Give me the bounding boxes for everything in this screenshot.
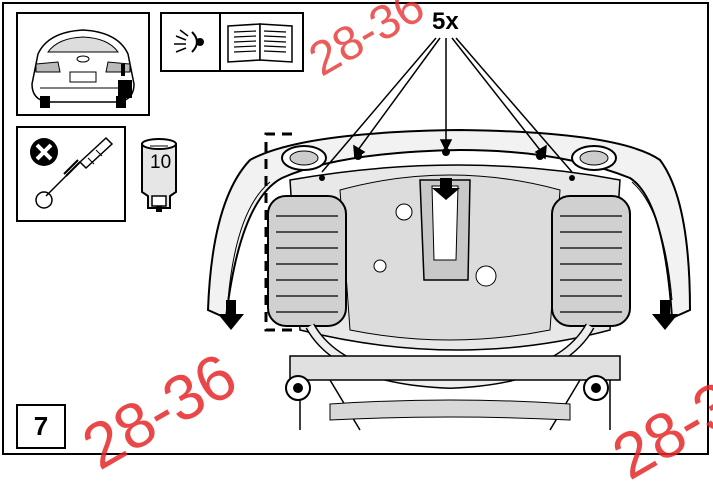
release-arrow-right	[652, 300, 678, 330]
detail-bracket	[264, 132, 292, 332]
car-rear-thumbnail	[16, 12, 150, 116]
socket-size-label: 10	[150, 152, 172, 173]
release-arrow-left	[218, 300, 244, 330]
rear-subframe	[289, 355, 621, 381]
muffler-right	[551, 195, 631, 327]
underbody-diagram	[206, 37, 692, 431]
muffler-left	[267, 195, 347, 327]
step-number: 7	[16, 404, 66, 449]
fastener-points	[319, 148, 575, 181]
tools-box	[16, 126, 126, 222]
instruction-icons	[160, 12, 304, 72]
center-arrow	[432, 178, 460, 200]
fastener-count-label: 5x	[432, 8, 459, 35]
eye-inspect-icon	[174, 29, 204, 53]
open-manual-icon	[227, 23, 293, 63]
callout-leaders	[321, 37, 573, 173]
prohibited-screwdriver-icon	[30, 136, 114, 209]
socket-wrench-icon	[136, 134, 182, 220]
car-rear-view-icon	[31, 29, 135, 108]
diagram-frame	[2, 2, 709, 455]
